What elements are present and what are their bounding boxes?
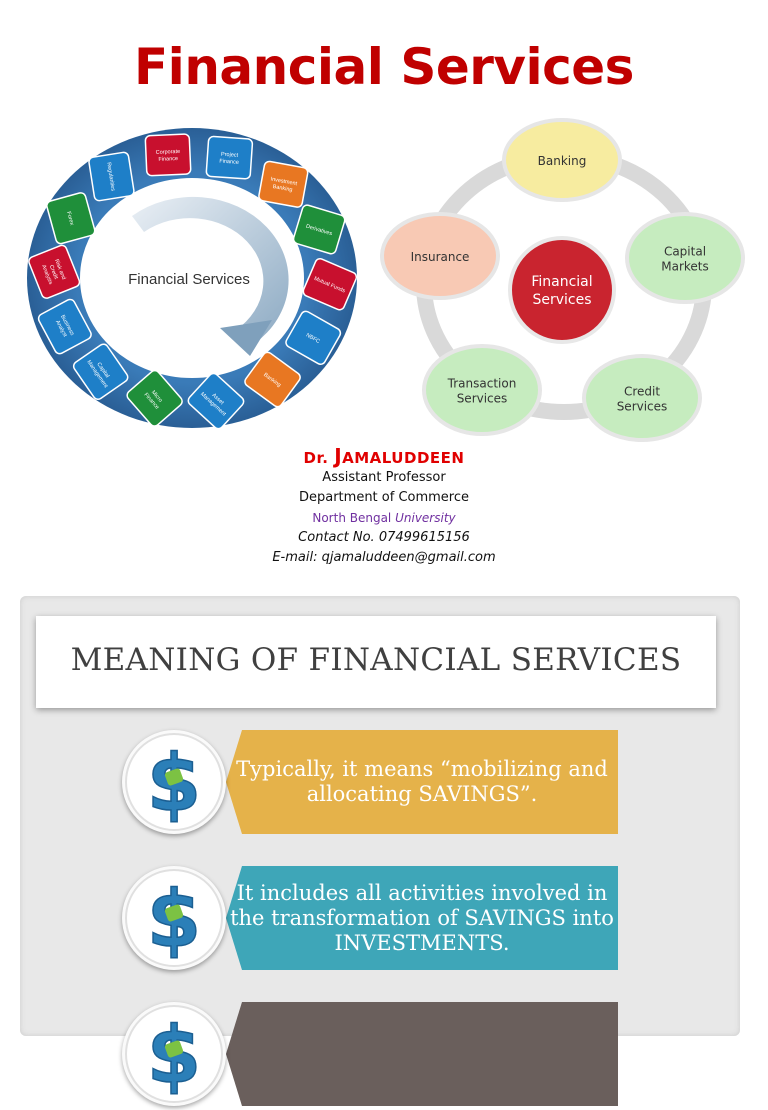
meaning-bullet: It includes all activities involved in t… [226, 866, 618, 970]
cycle-node-label: Insurance [411, 250, 470, 264]
author-prefix: Dr. [303, 449, 335, 467]
cycle-node-label: Services [457, 392, 508, 406]
cycle-node-label: Transaction [447, 377, 517, 391]
wheel-segment-label: Regularities [105, 162, 115, 192]
wheel-segment: CapitalManagement [72, 343, 129, 400]
author-email: E-mail: qjamaluddeen@gmail.com [272, 550, 496, 565]
author-initial: J [334, 444, 343, 468]
cycle-node-label: Markets [661, 260, 709, 274]
cycle-node-label: Credit [624, 385, 660, 399]
meaning-bullet: Typically, it means “mobilizing and allo… [226, 730, 618, 834]
wheel-segment-label: CorporateFinance [156, 149, 181, 163]
author-department: Department of Commerce [298, 490, 470, 505]
cycle-center: Financial Services [508, 236, 616, 344]
meaning-bullet [226, 1002, 618, 1106]
wheel-segment-label: ProjectFinance [219, 152, 239, 166]
cycle-arrow-icon [132, 196, 289, 344]
wheel-segment: BusinessAnalyst [37, 298, 92, 355]
author-university: North Bengal University [0, 508, 768, 528]
cycle-node-label: Banking [538, 154, 587, 168]
meaning-slide: MEANING OF FINANCIAL SERVICES Typically,… [20, 596, 740, 1106]
wheel-segment: InvestmentBanking [258, 160, 309, 208]
wheel-segment: NBFC [285, 310, 342, 365]
wheel-segment: Forex [46, 192, 96, 245]
cycle-center-label-1: Financial [531, 274, 592, 290]
author-name: Dr. JAMALUDDEEN [0, 446, 768, 468]
cycle-center-label-2: Services [532, 292, 591, 308]
university-name: North Bengal [312, 511, 392, 525]
wheel-segment: MicroFinance [126, 369, 183, 427]
financial-services-wheel: Financial Services CorporateFinance Proje… [27, 128, 358, 430]
author-role: Assistant Professor [322, 470, 446, 485]
wheel-segment: Regularities [88, 151, 135, 202]
slide-title: MEANING OF FINANCIAL SERVICES [70, 642, 682, 678]
dollar-coin-icon: $ [122, 730, 226, 834]
wheel-segment-label: InvestmentBanking [269, 176, 298, 194]
wheel-center-label: Financial Services [128, 271, 250, 288]
wheel-segment: Mutual Funds [302, 257, 358, 311]
cycle-node-label: Services [617, 400, 668, 414]
wheel-segment-label: Forex [65, 211, 75, 226]
wheel-segment: AssetManagement [187, 372, 245, 430]
author-block: Dr. JAMALUDDEEN Assistant Professor Depa… [0, 446, 768, 568]
dollar-coin-icon: $ [122, 1002, 226, 1106]
financial-services-cycle: BankingCapitalMarketsCreditServicesTrans… [380, 118, 745, 442]
cycle-node: Insurance [380, 212, 500, 300]
wheel-segment: ProjectFinance [205, 135, 254, 180]
wheel-segment: Derivatives [292, 204, 346, 255]
university-suffix: University [395, 511, 456, 525]
dollar-coin-icon: $ [122, 866, 226, 970]
slide-title-box: MEANING OF FINANCIAL SERVICES [36, 616, 716, 708]
cycle-node: Banking [502, 118, 622, 202]
author-contact: Contact No. 07499615156 [298, 530, 470, 545]
wheel-segment: CorporateFinance [144, 133, 192, 177]
page-title: Financial Services [134, 38, 634, 96]
wheel-segment: Banking [244, 351, 301, 408]
cycle-node-label: Capital [664, 245, 706, 259]
author-name-rest: AMALUDDEEN [342, 449, 465, 467]
arrow-head-icon [220, 320, 272, 356]
wheel-segment: Risk andCreditAnalysis [28, 244, 81, 299]
